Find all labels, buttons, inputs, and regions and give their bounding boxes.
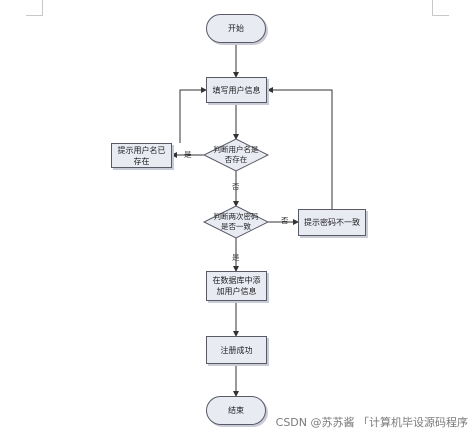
username-exists-node: 提示用户名已存在 [111, 143, 172, 168]
edge-label-username-no: 否 [232, 182, 240, 191]
start-node: 开始 [206, 14, 266, 43]
add-to-database-node: 在数据库中添加用户信息 [206, 271, 267, 301]
csdn-watermark: CSDN @苏苏酱 「计算机毕设源码程序 [275, 416, 468, 429]
corner-mark-left-h [26, 15, 43, 16]
check-password-label: 判断两次密码是否一致 [213, 212, 259, 231]
edge-password-mismatch-loop [267, 87, 333, 209]
corner-mark-right-h [432, 15, 449, 16]
fill-user-info-node: 填写用户信息 [206, 77, 267, 103]
password-mismatch-node: 提示密码不一致 [298, 209, 366, 236]
edge-username-exists-loop [179, 87, 207, 143]
corner-mark-right-v [432, 0, 433, 16]
check-username-label: 判断用户名是否存在 [213, 145, 259, 164]
corner-mark-left-v [42, 0, 43, 16]
end-node: 结束 [206, 396, 266, 425]
register-success-node: 注册成功 [206, 336, 267, 364]
diamond-check-username [202, 138, 270, 172]
edge-label-password-no: 否 [281, 216, 289, 225]
edge-label-password-yes: 是 [232, 253, 240, 262]
edge-label-username-yes: 是 [184, 150, 192, 159]
diamond-check-password [202, 205, 270, 239]
